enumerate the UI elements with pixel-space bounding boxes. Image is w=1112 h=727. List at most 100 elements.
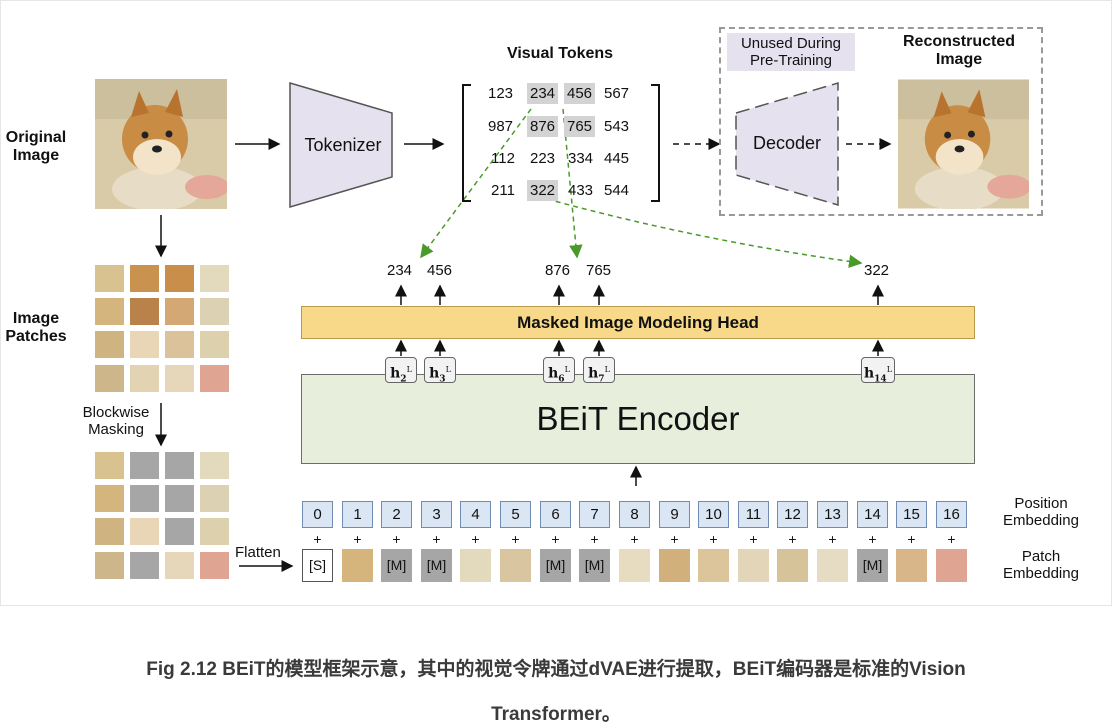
reconstructed-image-label: Reconstructed Image [902,33,1016,68]
mask-token: [M] [381,549,412,582]
decoder-shape [735,81,839,207]
plus-sign: + [471,531,480,547]
position-embedding: 0 [302,501,333,528]
unused-label: Unused During Pre-Training [727,33,855,71]
hidden-state-layer: L [604,365,610,374]
image-patch [200,331,229,358]
mask-token: [M] [579,549,610,582]
token-cell: 445 [604,150,630,167]
hidden-state-layer: L [564,365,570,374]
flatten-label: Flatten [235,544,281,561]
position-embedding: 14 [857,501,888,528]
hidden-state-box: h6L [543,357,575,384]
masked-patch [130,552,159,579]
tokenizer-label: Tokenizer [304,135,382,155]
image-patch [95,518,124,545]
hidden-state-index: 14 [874,374,887,385]
hidden-state-layer: L [445,365,451,374]
image-patch [130,331,159,358]
token-cell-highlighted: 876 [527,116,559,137]
image-patch [200,365,229,392]
token-cell: 544 [604,182,630,199]
plus-sign: + [432,531,441,547]
position-embedding: 4 [460,501,491,528]
predicted-token: 322 [864,262,890,279]
token-cell-highlighted: 456 [564,83,596,104]
image-patch [200,485,229,512]
masked-patch [165,485,194,512]
figure-caption-line-1: Fig 2.12 BEiT的模型框架示意，其中的视觉令牌通过dVAE进行提取，B… [146,659,966,680]
beit-encoder: BEiT Encoder [301,374,975,464]
token-cell: 433 [568,182,594,199]
image-patch [165,331,194,358]
mask-token: [M] [857,549,888,582]
position-embedding: 10 [698,501,729,528]
original-image-label: Original Image [5,129,67,164]
patch-token [777,549,808,582]
position-embedding: 15 [896,501,927,528]
plus-sign: + [907,531,916,547]
hidden-state-index: 7 [598,374,605,385]
position-embedding: 8 [619,501,650,528]
masked-patch [165,518,194,545]
hidden-state-box: h14L [861,357,895,385]
image-patch [165,552,194,579]
predicted-token: 876 [545,262,571,279]
position-embedding-label: Position Embedding [1003,495,1079,529]
token-cell: 567 [604,85,630,102]
position-embedding: 16 [936,501,967,528]
masked-patch [130,452,159,479]
patch-token [738,549,769,582]
predicted-token: 456 [427,262,453,279]
image-patch [130,518,159,545]
patch-token [460,549,491,582]
position-embedding: 2 [381,501,412,528]
token-cell: 334 [568,150,594,167]
patch-token [896,549,927,582]
hidden-state-index: 2 [400,374,407,385]
image-patches-label: Image Patches [5,310,67,345]
plus-sign: + [392,531,401,547]
plus-sign: + [709,531,718,547]
image-patch [95,265,124,292]
token-cell: 112 [491,150,515,167]
position-embedding: 13 [817,501,848,528]
unused-region [719,27,1043,216]
original-image [95,79,229,211]
masked-patch [130,485,159,512]
token-cell: 223 [530,150,556,167]
position-embedding: 6 [540,501,571,528]
image-patch [130,365,159,392]
diagram-arrows [155,84,892,572]
hidden-state-layer: L [886,365,893,374]
visual-tokens-title: Visual Tokens [506,45,614,62]
token-cell: 543 [604,118,630,135]
patch-token [659,549,690,582]
patch-embedding-label: Patch Embedding [1003,548,1079,582]
patch-token [342,549,373,582]
plus-sign: + [353,531,362,547]
patch-token [817,549,848,582]
image-patch [95,365,124,392]
token-cell-highlighted: 234 [527,83,559,104]
patch-token [619,549,650,582]
token-cell: 123 [488,85,514,102]
image-patch [165,298,194,325]
plus-sign: + [788,531,797,547]
position-embedding: 5 [500,501,531,528]
position-embedding: 11 [738,501,769,528]
plus-sign: + [828,531,837,547]
image-patch [200,298,229,325]
beit-figure: Original Image Image Patches [0,0,1112,606]
plus-sign: + [630,531,639,547]
plus-sign: + [670,531,679,547]
image-patch [95,298,124,325]
position-embedding: 1 [342,501,373,528]
figure-caption-line-2: Transformer。 [491,704,621,725]
mask-token: [M] [421,549,452,582]
image-patch [95,485,124,512]
image-patch [130,298,159,325]
mim-head: Masked Image Modeling Head [301,306,975,339]
image-patch [95,452,124,479]
mask-token: [M] [540,549,571,582]
